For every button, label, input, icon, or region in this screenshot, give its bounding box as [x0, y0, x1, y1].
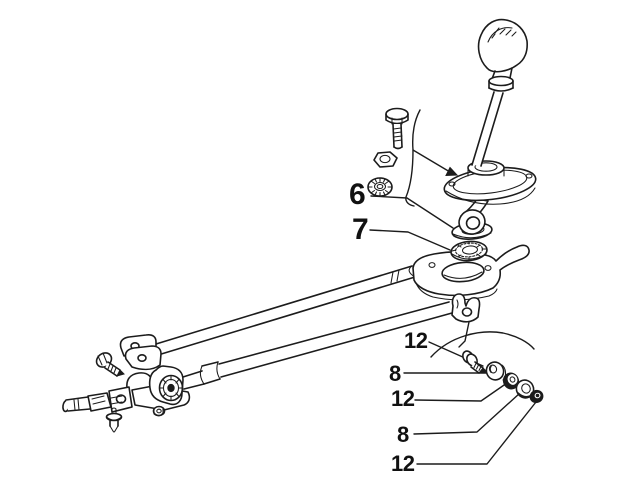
leader-6 [370, 195, 454, 229]
mounting-washer [373, 151, 398, 168]
clevis-bracket [119, 334, 162, 371]
lever-mount [443, 160, 537, 205]
small-nut [152, 405, 166, 417]
flange-screw [448, 181, 456, 187]
shift-knob [477, 18, 528, 92]
flange-screw [525, 173, 533, 179]
plate-hole [428, 262, 436, 268]
lock-nut-12 [529, 389, 544, 404]
rod-clevis [451, 293, 481, 323]
leader-12-nut [416, 401, 537, 465]
callout-label-12-washer: 12 [391, 386, 415, 411]
assembly-sweep-curve [430, 331, 535, 358]
mounting-nut [367, 177, 393, 197]
callout-bracket [405, 109, 459, 207]
selector-rod [155, 265, 416, 356]
engagement-rod [182, 301, 453, 390]
callout-label-12-nut: 12 [391, 451, 415, 476]
callout-label-12-bolt: 12 [404, 328, 428, 353]
spring-washer-12 [502, 372, 520, 390]
clevis-witness-line [458, 321, 470, 348]
leader-8-washer [413, 392, 521, 435]
lever-lower-arm [458, 198, 489, 235]
arrowhead [445, 166, 459, 177]
leader-12-washer [414, 382, 508, 402]
callout-label-8-bushing: 8 [389, 361, 401, 386]
cable-end [62, 392, 123, 413]
flanged-bushing-8 [485, 361, 507, 381]
small-bolt [105, 407, 123, 433]
callout-label-7: 7 [352, 213, 369, 246]
flat-washer-8 [515, 379, 535, 399]
mounting-bolt [385, 107, 409, 150]
bracket-bolt [95, 352, 125, 377]
knob-collar [488, 75, 514, 92]
plate-hole [484, 265, 492, 271]
pivot-bolt-12 [462, 350, 489, 374]
leader-lines [369, 195, 537, 465]
knob-engraving [491, 27, 517, 39]
callout-label-8-washer: 8 [397, 422, 409, 447]
lever-shaft [471, 91, 504, 167]
callout-label-6: 6 [349, 178, 366, 211]
serrated-bushing-7-part [450, 240, 488, 262]
leader-7 [369, 229, 451, 251]
damper-bushing [148, 365, 184, 406]
